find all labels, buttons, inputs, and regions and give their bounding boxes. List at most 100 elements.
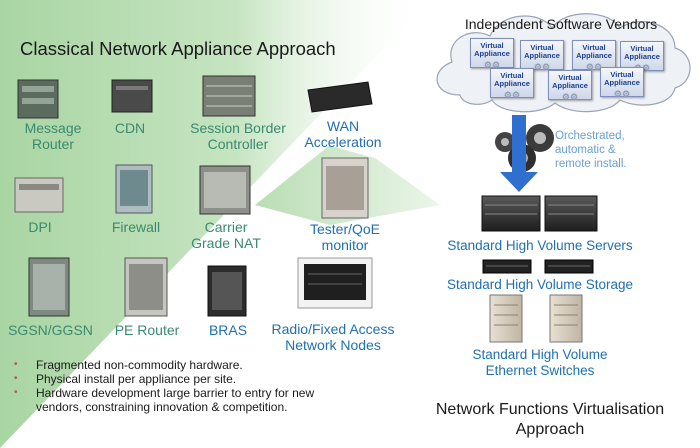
- storage-icon: [482, 259, 594, 274]
- install-arrow: [500, 115, 538, 192]
- appliance-label-sgsn-ggsn: SGSN/GGSN: [8, 322, 93, 338]
- bullet-text: vendors, constraining innovation & compe…: [36, 400, 288, 414]
- device-pe-router: [124, 257, 168, 317]
- label-line: Ethernet Switches: [485, 363, 595, 378]
- label-line: BRAS: [208, 322, 248, 338]
- va-line: Appliance: [576, 51, 612, 60]
- va-line: Virtual: [480, 41, 504, 50]
- va-line: Virtual: [610, 70, 634, 79]
- device-cdn: [111, 79, 153, 113]
- classical-title: Classical Network Appliance Approach: [20, 38, 336, 59]
- title-line: Approach: [515, 421, 585, 438]
- label-line: Radio/Fixed Access: [271, 321, 395, 337]
- label-line: Controller: [207, 136, 269, 152]
- isv-title: Independent Software Vendors: [464, 16, 658, 32]
- va-line: Appliance: [624, 52, 660, 61]
- label-line: DPI: [28, 219, 52, 235]
- appliance-label-carrier-grade-nat: Carrier Grade NAT: [186, 219, 266, 251]
- label-line: Network Nodes: [285, 337, 381, 353]
- servers-icon: [481, 195, 598, 232]
- appliance-label-bras: BRAS: [203, 322, 253, 338]
- switches-icon: [489, 294, 583, 343]
- appliance-label-firewall: Firewall: [106, 219, 166, 235]
- device-session-border-controller: [202, 75, 256, 117]
- va-line: Appliance: [494, 79, 530, 88]
- note-line: remote install.: [555, 158, 627, 170]
- storage-label: Standard High Volume Storage: [446, 277, 634, 292]
- bullet-item: • Hardware development large barrier to e…: [14, 386, 314, 400]
- va-line: Appliance: [474, 49, 510, 58]
- appliance-label-message-router: Message Router: [18, 120, 88, 152]
- bullet-item-continued: vendors, constraining innovation & compe…: [14, 400, 314, 414]
- classical-wedge: [0, 0, 430, 448]
- label-line: PE Router: [114, 322, 180, 338]
- appliance-label-dpi: DPI: [20, 219, 60, 235]
- gear-icon: ⚙⚙: [561, 92, 579, 102]
- gear-icon: ⚙⚙: [503, 90, 521, 100]
- appliance-label-pe-router: PE Router: [112, 322, 182, 338]
- va-line: Appliance: [524, 51, 560, 60]
- appliance-label-radio-fixed-access: Radio/Fixed Access Network Nodes: [268, 321, 398, 353]
- va-line: Appliance: [552, 81, 588, 90]
- label-line: monitor: [321, 237, 369, 253]
- label-line: Session Border: [190, 120, 286, 136]
- bullet-text: Hardware development large barrier to en…: [36, 386, 315, 400]
- servers-label: Standard High Volume Servers: [447, 238, 633, 253]
- bullet-text: Fragmented non-commodity hardware.: [36, 358, 243, 372]
- device-firewall: [115, 164, 153, 214]
- label-line: Router: [31, 136, 75, 152]
- appliance-label-tester-qoe: Tester/QoE monitor: [305, 221, 385, 253]
- device-bras: [207, 265, 247, 317]
- device-carrier-grade-nat: [199, 165, 251, 215]
- switches-label: Standard High Volume Ethernet Switches: [445, 347, 635, 379]
- bullet-item: • Fragmented non-commodity hardware.: [14, 358, 314, 372]
- device-dpi: [14, 177, 64, 213]
- va-line: Virtual: [530, 43, 554, 52]
- device-message-router: [17, 79, 59, 119]
- bullet-item: • Physical install per appliance per site…: [14, 372, 314, 386]
- label-line: Message: [24, 120, 82, 136]
- gear-icon: ⚙⚙: [613, 89, 631, 99]
- device-wan-acceleration: [307, 81, 373, 113]
- label-line: Carrier: [204, 219, 248, 235]
- gear-icon: ⚙⚙: [585, 62, 603, 72]
- nfv-title: Network Functions Virtualisation Approac…: [400, 400, 700, 440]
- bullet-marker-icon: •: [14, 373, 18, 384]
- device-sgsn-ggsn: [28, 257, 70, 317]
- label-line: WAN: [326, 118, 360, 134]
- va-line: Virtual: [558, 73, 582, 82]
- va-line: Virtual: [630, 44, 654, 53]
- orchestration-note: Orchestrated, automatic & remote install…: [555, 129, 627, 171]
- label-line: Grade NAT: [191, 235, 261, 251]
- gear-icon: ⚙⚙: [483, 60, 501, 70]
- bullet-marker-icon: •: [14, 387, 18, 398]
- label-line: Tester/QoE: [309, 221, 381, 237]
- device-radio-fixed-access: [297, 257, 373, 309]
- gear-icon: ⚙⚙: [533, 62, 551, 72]
- label-line: Standard High Volume: [472, 347, 608, 362]
- problem-bullets: • Fragmented non-commodity hardware. • Phy…: [14, 358, 314, 414]
- label-line: Firewall: [111, 219, 161, 235]
- bullet-marker-icon: •: [14, 359, 18, 370]
- label-line: CDN: [114, 120, 146, 136]
- device-tester-qoe: [321, 157, 369, 219]
- va-line: Appliance: [604, 78, 640, 87]
- va-line: Virtual: [582, 43, 606, 52]
- label-line: Acceleration: [304, 134, 382, 150]
- appliance-label-cdn: CDN: [100, 120, 160, 136]
- va-line: Virtual: [500, 71, 524, 80]
- note-line: Orchestrated,: [555, 130, 625, 142]
- bullet-text: Physical install per appliance per site.: [36, 372, 237, 386]
- appliance-label-wan-acceleration: WAN Acceleration: [293, 118, 393, 150]
- note-line: automatic &: [555, 144, 616, 156]
- appliance-label-session-border-controller: Session Border Controller: [188, 120, 288, 152]
- title-line: Network Functions Virtualisation: [435, 401, 665, 418]
